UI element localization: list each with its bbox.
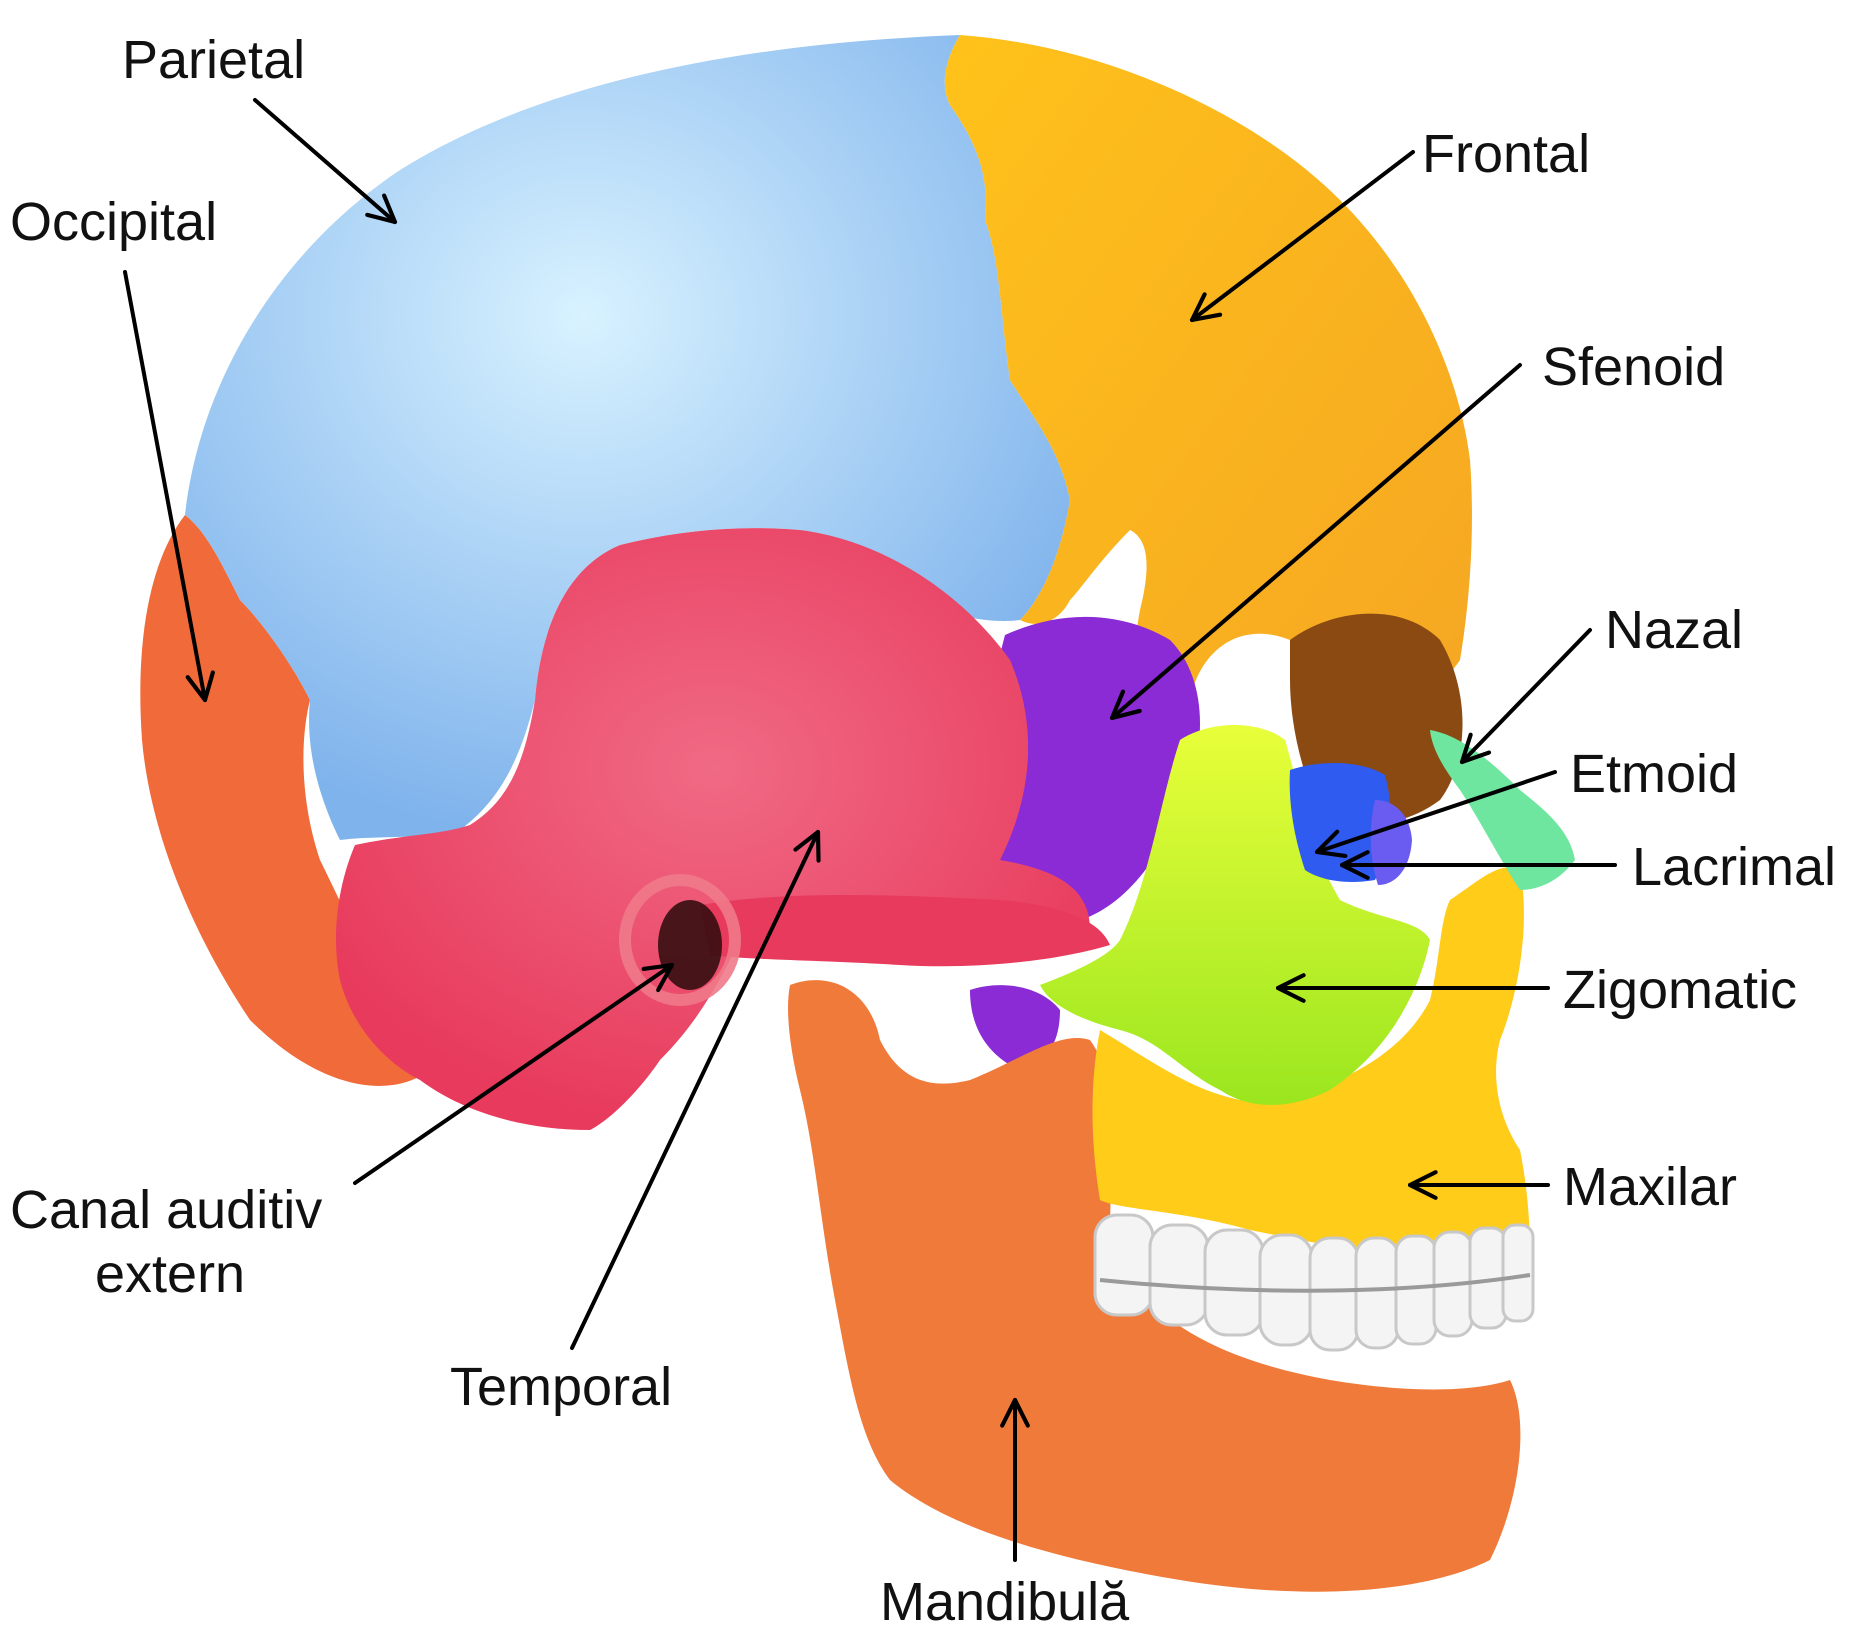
arrow-sfenoid	[1109, 363, 1522, 721]
tooth	[1203, 1228, 1265, 1337]
arrow-occipital	[123, 270, 215, 703]
frontal-bone	[944, 35, 1472, 745]
label-maxilar: Maxilar	[1563, 1157, 1737, 1217]
tooth-gap-line	[1099, 1273, 1531, 1293]
skull-illustration	[140, 35, 1575, 1592]
labels: Parietal Occipital Frontal Sfenoid Nazal…	[10, 30, 1836, 1632]
tooth	[1148, 1223, 1210, 1327]
zigomatic-bone	[1040, 725, 1430, 1105]
label-nazal: Nazal	[1605, 600, 1743, 660]
ear-canal-rim	[619, 874, 741, 1006]
arrow-parietal	[253, 98, 398, 225]
mandibula-bone	[788, 980, 1521, 1592]
ear-canal-opening	[658, 900, 722, 990]
sfenoid-bone	[985, 616, 1200, 925]
leader-lines	[123, 98, 1617, 1562]
tooth	[1354, 1236, 1400, 1350]
label-temporal: Temporal	[450, 1357, 672, 1417]
label-mandibula: Mandibulă	[880, 1572, 1130, 1632]
temporal-bone	[335, 528, 1090, 1130]
label-canal-auditiv-line2: extern	[95, 1244, 245, 1304]
tooth	[1093, 1213, 1155, 1317]
arrow-canal-auditiv	[353, 962, 675, 1185]
parietal-bone	[185, 35, 1070, 840]
sfenoid-lower	[970, 985, 1060, 1066]
teeth-row	[1093, 1213, 1535, 1352]
nazal-bone	[1430, 730, 1575, 890]
arrow-etmoid	[1314, 770, 1557, 859]
label-zigomatic: Zigomatic	[1563, 960, 1797, 1020]
label-parietal: Parietal	[122, 30, 305, 90]
label-occipital: Occipital	[10, 192, 217, 252]
label-etmoid: Etmoid	[1570, 744, 1738, 804]
arrow-nazal	[1459, 628, 1592, 765]
arrow-frontal	[1189, 150, 1415, 323]
zygomatic-arch	[700, 895, 1110, 967]
label-frontal: Frontal	[1422, 124, 1590, 184]
label-canal-auditiv-line1: Canal auditiv	[10, 1180, 322, 1240]
label-lacrimal: Lacrimal	[1632, 837, 1836, 897]
maxilar-bone	[1092, 867, 1530, 1263]
arrow-temporal	[570, 829, 821, 1350]
label-sfenoid: Sfenoid	[1542, 337, 1725, 397]
tooth	[1308, 1236, 1360, 1352]
tooth	[1501, 1223, 1535, 1323]
